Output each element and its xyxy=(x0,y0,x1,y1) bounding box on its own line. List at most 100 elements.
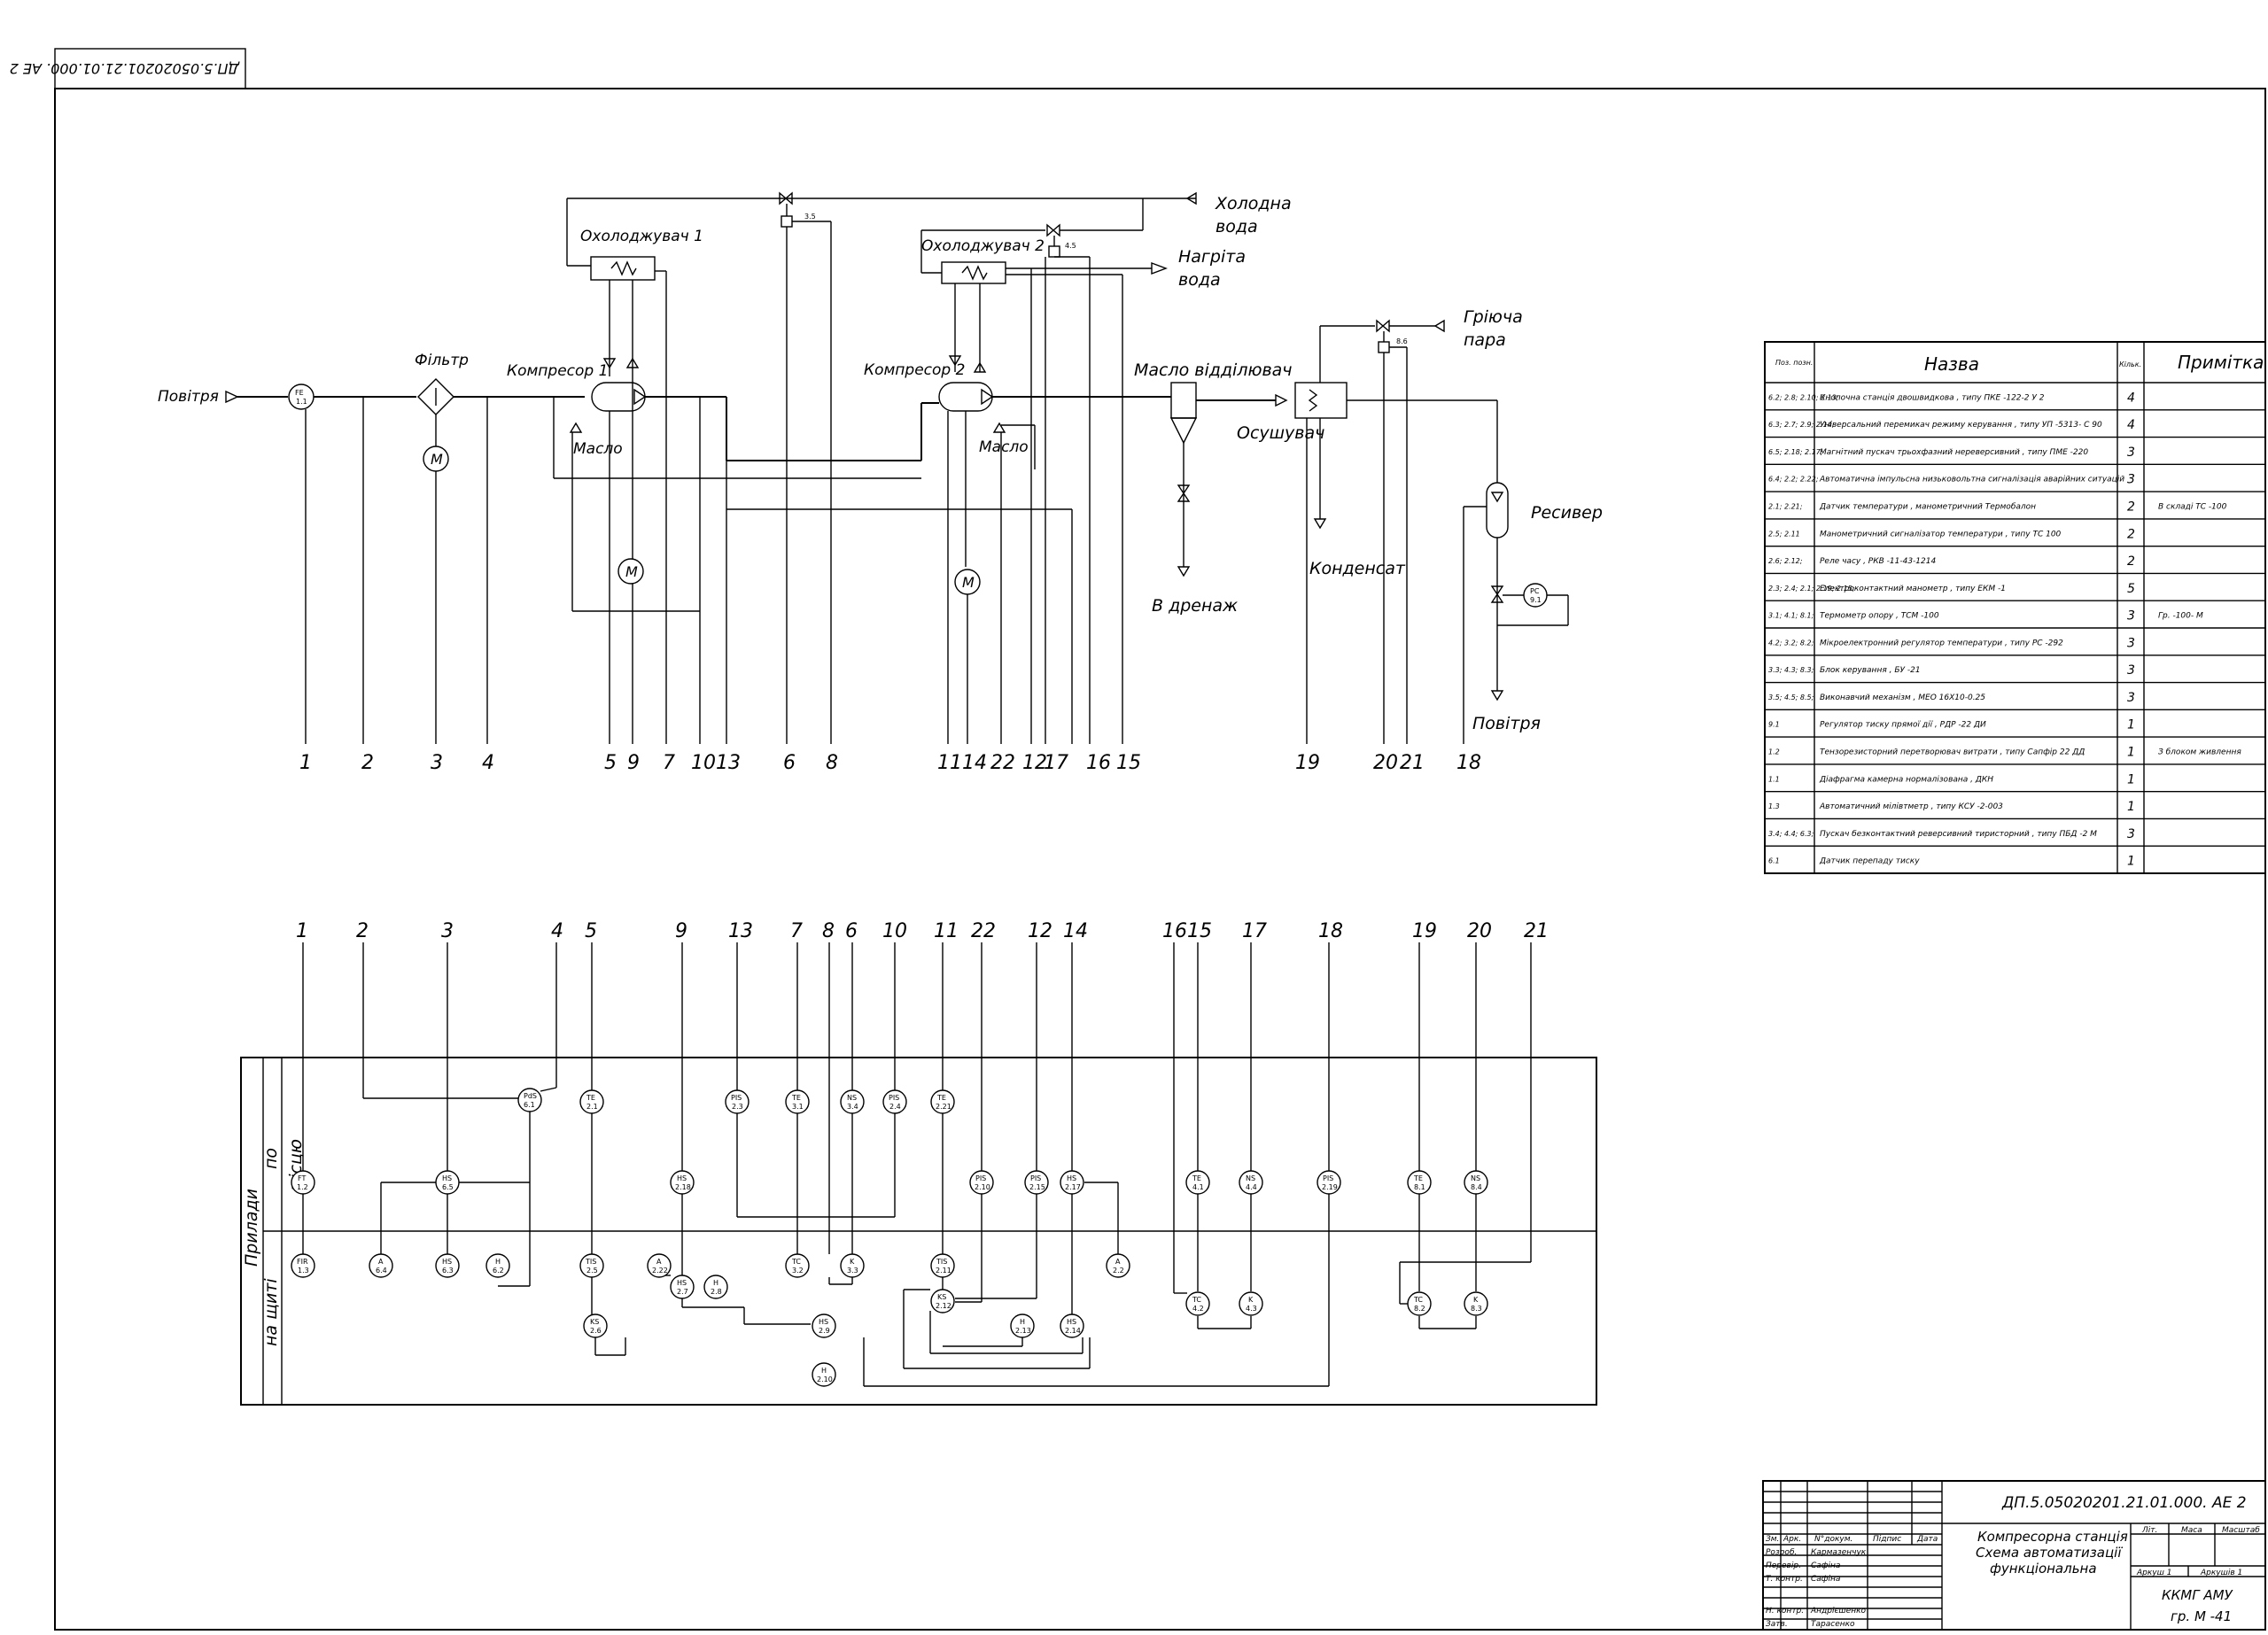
title-block-title-3: функціональна xyxy=(1990,1561,2097,1577)
spec-cell-qty: 3 xyxy=(2127,446,2135,460)
svg-text:14: 14 xyxy=(1063,920,1088,942)
svg-text:1.3: 1.3 xyxy=(298,1267,309,1275)
panel-board-label: на щиті xyxy=(261,1278,281,1346)
svg-text:5: 5 xyxy=(604,752,617,774)
svg-text:A: A xyxy=(378,1258,384,1266)
dryer-label: Осушувач xyxy=(1237,423,1324,443)
board-instrument: A 6.4 xyxy=(369,1253,393,1278)
local-instrument: FT 1.2 xyxy=(291,1170,315,1195)
svg-text:2.10: 2.10 xyxy=(975,1183,990,1191)
svg-text:TIS: TIS xyxy=(585,1258,596,1266)
tb-col-doc: N°докум. xyxy=(1814,1535,1852,1544)
spec-cell-pos: 1.3 xyxy=(1768,802,1780,810)
motor-compressor1-icon: M xyxy=(617,558,644,585)
spec-cell-pos: 2.3; 2.4; 2.1; 2.19; 2.15; xyxy=(1768,585,1855,593)
spec-cell-pos: 9.1 xyxy=(1768,721,1780,729)
svg-text:4.4: 4.4 xyxy=(1246,1183,1257,1191)
spec-cell-note: Гр. -100- М xyxy=(2158,612,2203,621)
spec-cell-pos: 3.4; 4.4; 6.3; xyxy=(1768,830,1814,838)
spec-cell-qty: 1 xyxy=(2127,718,2135,732)
svg-text:TIS: TIS xyxy=(936,1258,947,1266)
svg-text:2.11: 2.11 xyxy=(936,1267,951,1275)
line-numbers-bottom: 1 2 3 4 5 9 13 7 8 6 10 11 22 12 14 16 1… xyxy=(296,920,1549,942)
tb-mass: Маса xyxy=(2181,1526,2202,1535)
svg-text:2.13: 2.13 xyxy=(1015,1327,1031,1335)
svg-text:NS: NS xyxy=(1471,1174,1480,1182)
svg-text:7: 7 xyxy=(790,920,803,942)
heating-steam-label-1: Гріюча xyxy=(1464,307,1523,327)
svg-text:HS: HS xyxy=(442,1258,452,1266)
spec-cell-name: Датчик перепаду тиску xyxy=(1819,857,1920,866)
spec-cell-name: Кнопочна станція двошвидкова , типу ПКЕ … xyxy=(1820,393,2045,402)
svg-text:21: 21 xyxy=(1524,920,1549,942)
svg-text:PdS: PdS xyxy=(524,1092,537,1100)
local-instrument: PIS 2.3 xyxy=(725,1089,750,1114)
spec-header-name: Назва xyxy=(1924,353,1979,375)
spec-cell-name: Датчик температури , манометричний Термо… xyxy=(1819,503,2036,512)
svg-text:11: 11 xyxy=(934,920,959,942)
board-instrument: K 8.3 xyxy=(1464,1291,1488,1316)
svg-text:2.10: 2.10 xyxy=(817,1375,833,1383)
svg-text:8.3: 8.3 xyxy=(1471,1305,1482,1313)
svg-text:20: 20 xyxy=(1467,920,1492,942)
svg-text:4: 4 xyxy=(482,752,494,774)
board-instrument: FIR 1.3 xyxy=(291,1253,315,1278)
svg-text:HS: HS xyxy=(1067,1318,1076,1326)
svg-text:PIS: PIS xyxy=(1030,1174,1041,1182)
tb-name-2: Сафіна xyxy=(1811,1575,1840,1584)
svg-text:H: H xyxy=(1020,1318,1025,1326)
board-instrument: TC 4.2 xyxy=(1185,1291,1210,1316)
tb-role-2: Т. контр. xyxy=(1766,1575,1803,1584)
spec-cell-name: Магнітний пускач трьохфазний нереверсивн… xyxy=(1820,448,2088,457)
board-instrument: K 3.3 xyxy=(840,1253,865,1278)
panel-local-label-1: по xyxy=(261,1148,281,1169)
board-instrument: H 2.8 xyxy=(703,1275,728,1299)
oil-separator-label: Масло відділювач xyxy=(1134,360,1293,380)
svg-text:HS: HS xyxy=(1067,1174,1076,1182)
spec-cell-qty: 1 xyxy=(2127,746,2135,760)
tb-name-4: Тарасенко xyxy=(1811,1620,1855,1629)
svg-text:2.14: 2.14 xyxy=(1065,1327,1081,1335)
spec-cell-qty: 3 xyxy=(2127,609,2135,624)
svg-text:15: 15 xyxy=(1187,920,1212,942)
spec-cell-name: Пускач безконтактний реверсивний тиристо… xyxy=(1820,830,2097,839)
spec-cell-name: Термометр опору , ТСМ -100 xyxy=(1820,612,1939,621)
svg-text:3: 3 xyxy=(431,752,443,774)
title-block-title-1: Компресорна станція xyxy=(1977,1529,2128,1545)
board-instrument: HS 2.9 xyxy=(812,1313,836,1338)
oil2-label: Масло xyxy=(979,438,1029,456)
svg-text:2.9: 2.9 xyxy=(819,1327,830,1335)
svg-text:K: K xyxy=(850,1258,855,1266)
svg-text:6.2: 6.2 xyxy=(493,1267,504,1275)
receiver-label: Ресивер xyxy=(1531,503,1603,523)
svg-text:6.1: 6.1 xyxy=(524,1101,535,1109)
local-instrument: TE 3.1 xyxy=(785,1089,810,1114)
svg-text:H: H xyxy=(495,1258,501,1266)
drain-label: В дренаж xyxy=(1152,596,1238,616)
svg-text:3.1: 3.1 xyxy=(792,1103,804,1111)
svg-text:1.1: 1.1 xyxy=(296,398,307,406)
filter-label: Фільтр xyxy=(415,352,469,369)
svg-text:4.5: 4.5 xyxy=(1065,242,1076,250)
svg-text:PIS: PIS xyxy=(975,1174,986,1182)
board-instrument: H 6.2 xyxy=(485,1253,510,1278)
svg-text:A: A xyxy=(656,1258,662,1266)
spec-cell-name: Діафрагма камерна нормалізована , ДКН xyxy=(1819,775,1993,784)
svg-text:3.4: 3.4 xyxy=(847,1103,858,1111)
svg-text:2.5: 2.5 xyxy=(586,1267,598,1275)
board-instrument: A 2.2 xyxy=(1106,1253,1130,1278)
svg-text:2.17: 2.17 xyxy=(1065,1183,1081,1191)
svg-text:TE: TE xyxy=(586,1094,595,1102)
local-instrument: HS 6.5 xyxy=(435,1170,460,1195)
local-instrument: PIS 2.19 xyxy=(1317,1170,1341,1195)
instrument-panel: Прилади по місцю на щиті xyxy=(240,942,1597,1406)
board-instrument: H 2.10 xyxy=(812,1362,836,1387)
spec-cell-qty: 3 xyxy=(2127,636,2135,650)
tb-name-1: Сафіна xyxy=(1811,1561,1840,1570)
local-instrument: NS 3.4 xyxy=(840,1089,865,1114)
spec-cell-note: В складі ТС -100 xyxy=(2158,503,2227,512)
local-instrument: NS 4.4 xyxy=(1239,1170,1263,1195)
spec-cell-name: Блок керування , БУ -21 xyxy=(1820,666,1921,675)
svg-text:5: 5 xyxy=(585,920,597,942)
svg-text:1: 1 xyxy=(296,920,308,942)
